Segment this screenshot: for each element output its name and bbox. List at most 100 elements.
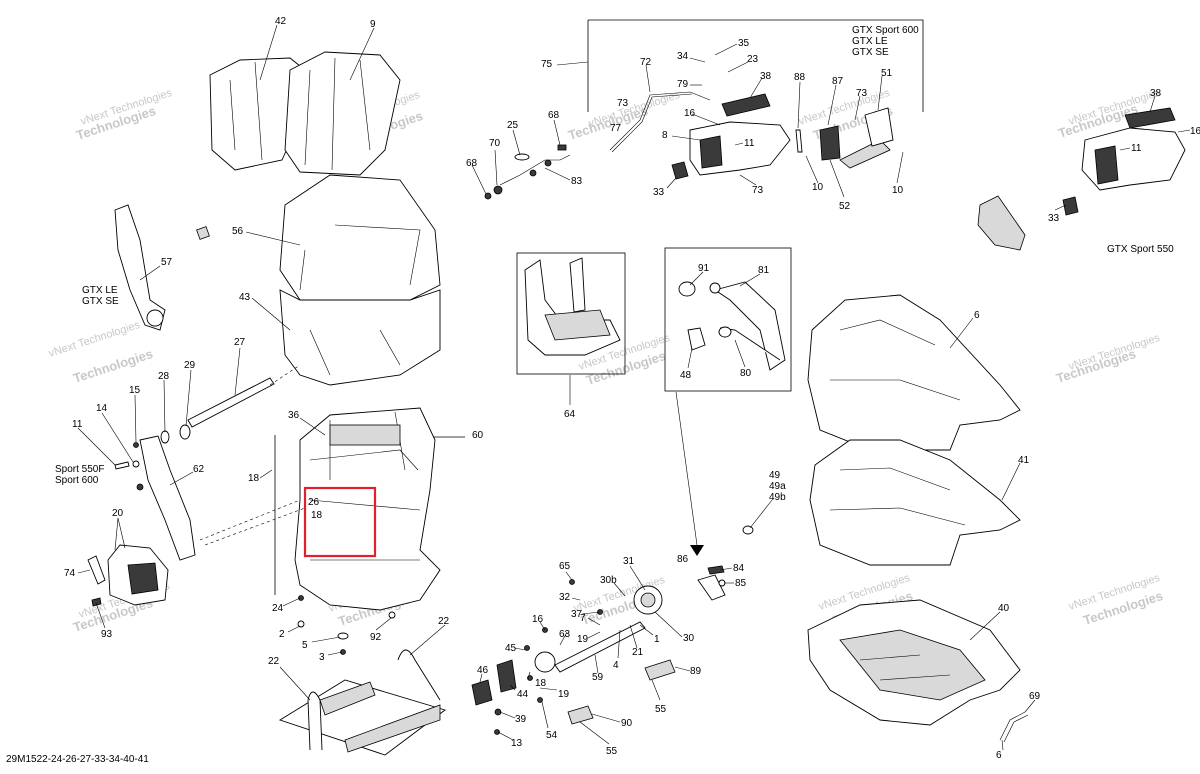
callout-68: 68 <box>548 110 560 121</box>
callout-29: 29 <box>184 360 196 371</box>
storage-bag-22 <box>278 649 446 756</box>
callout-84: 84 <box>733 563 745 574</box>
callout-20: 20 <box>112 508 124 519</box>
callout-56: 56 <box>232 226 244 237</box>
seat-cover-6 <box>807 294 1021 451</box>
callout-68b: 68 <box>466 158 478 169</box>
callout-25: 25 <box>507 120 519 131</box>
callout-18: 18 <box>248 473 260 484</box>
watermark-text: Technologies <box>71 346 154 386</box>
variant-gtx-se-left: GTX SE <box>82 296 119 307</box>
callout-32: 32 <box>559 592 571 603</box>
callout-70: 70 <box>489 138 501 149</box>
box-64 <box>516 252 626 375</box>
callout-37: 37 <box>571 609 583 620</box>
callout-18b: 18 <box>311 510 323 521</box>
block-44 <box>496 659 517 693</box>
callout-6b: 6 <box>996 750 1002 761</box>
callout-49: 49 <box>769 470 781 481</box>
callout-85: 85 <box>735 578 747 589</box>
callout-13: 13 <box>511 738 523 749</box>
callout-72: 72 <box>640 57 652 68</box>
plates-89-90 <box>567 659 676 725</box>
rod-88 <box>795 129 803 153</box>
callout-49a: 49a <box>769 481 786 492</box>
callout-51: 51 <box>881 68 893 79</box>
variant-labels: GTX Sport 600 GTX LE GTX SE GTX Sport 55… <box>55 25 1174 486</box>
box-48-80-81-91 <box>664 247 792 392</box>
callout-54: 54 <box>546 730 558 741</box>
callout-69: 69 <box>1029 691 1041 702</box>
box-outline-75 <box>587 19 924 112</box>
latch-46 <box>471 679 493 706</box>
callout-33: 33 <box>653 187 665 198</box>
callout-34: 34 <box>677 51 689 62</box>
callout-73: 73 <box>617 98 629 109</box>
callout-5: 5 <box>302 640 308 651</box>
diagram-code: 29M1522-24-26-27-33-34-40-41 <box>6 754 149 765</box>
callout-3: 3 <box>319 652 325 663</box>
variant-sport-600: Sport 600 <box>55 475 99 486</box>
callout-73c: 73 <box>856 88 868 99</box>
callout-19b: 19 <box>558 689 570 700</box>
callout-7: 7 <box>580 613 586 624</box>
clip-49 <box>742 525 754 535</box>
callout-80: 80 <box>740 368 752 379</box>
callout-16c: 16 <box>532 614 544 625</box>
callout-55: 55 <box>655 704 667 715</box>
backrest-foam-56 <box>279 174 441 301</box>
callout-21: 21 <box>632 647 644 658</box>
callout-16b: 16 <box>1190 126 1200 137</box>
highlight-box <box>303 486 377 558</box>
callout-87: 87 <box>832 76 844 87</box>
rod-27 <box>187 377 275 428</box>
callout-2: 2 <box>279 629 285 640</box>
callout-24: 24 <box>272 603 284 614</box>
seat-base-40 <box>807 599 1021 726</box>
callout-60: 60 <box>472 430 484 441</box>
callout-90: 90 <box>621 718 633 729</box>
callout-27: 27 <box>234 337 246 348</box>
callout-1: 1 <box>654 634 660 645</box>
washers-28-29 <box>160 424 191 444</box>
callout-43: 43 <box>239 292 251 303</box>
callout-77: 77 <box>610 123 622 134</box>
callout-36: 36 <box>288 410 300 421</box>
callout-15: 15 <box>129 385 141 396</box>
strap-74 <box>87 555 106 585</box>
callout-19: 19 <box>577 634 589 645</box>
callout-42: 42 <box>275 16 287 27</box>
callout-64: 64 <box>564 409 576 420</box>
callout-49b: 49b <box>769 492 786 503</box>
callout-93: 93 <box>101 629 113 640</box>
variant-sport-550f: Sport 550F <box>55 464 104 475</box>
callout-46: 46 <box>477 665 489 676</box>
backrest-cover-9 <box>284 51 401 176</box>
callout-83: 83 <box>571 176 583 187</box>
variant-gtx-sport-550: GTX Sport 550 <box>1107 244 1174 255</box>
callout-30: 30 <box>683 633 695 644</box>
callout-9: 9 <box>370 19 376 30</box>
callout-8: 8 <box>662 130 668 141</box>
clip-93 <box>91 597 102 607</box>
mirror-assembly-51 <box>839 107 894 169</box>
callout-30b: 30b <box>600 575 617 586</box>
foot-rest-20 <box>107 544 169 606</box>
callout-81: 81 <box>758 265 770 276</box>
variant-gtx-sport-600: GTX Sport 600 <box>852 25 919 36</box>
callout-11: 11 <box>744 138 755 149</box>
grip-assembly-8 <box>689 121 791 176</box>
callout-62: 62 <box>193 464 205 475</box>
callout-38: 38 <box>760 71 772 82</box>
bracket-57 <box>114 204 166 331</box>
callout-28: 28 <box>158 371 170 382</box>
callout-38b: 38 <box>1150 88 1162 99</box>
callout-75: 75 <box>541 59 553 70</box>
parts-68-70-25 <box>484 144 567 200</box>
hinge-shaft-59 <box>534 585 663 673</box>
callout-10b: 10 <box>892 185 904 196</box>
callout-23: 23 <box>747 54 759 65</box>
callout-44: 44 <box>517 689 529 700</box>
callout-33b: 33 <box>1048 213 1060 224</box>
callout-88: 88 <box>794 72 806 83</box>
